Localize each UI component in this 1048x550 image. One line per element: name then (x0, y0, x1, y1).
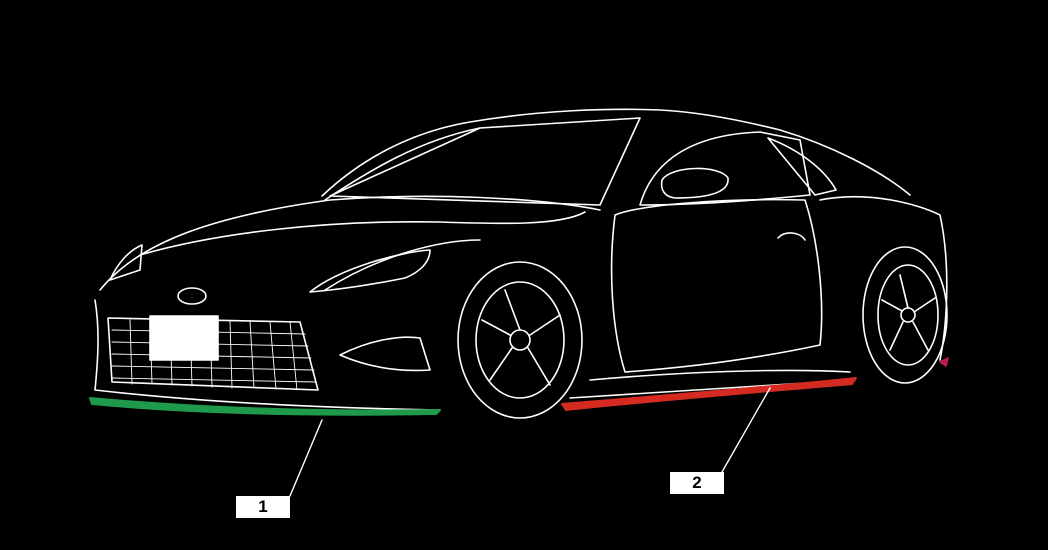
license-plate (149, 315, 219, 361)
windshield-top (324, 127, 481, 201)
door-handle (777, 232, 806, 241)
side-vent (339, 336, 431, 372)
front-lip-spoiler (89, 397, 441, 416)
front-wheel-spokes (481, 289, 561, 386)
mirror (660, 167, 729, 199)
fender-front (324, 239, 481, 291)
rear-wheel-rim (877, 264, 939, 366)
brand-emblem (177, 287, 207, 305)
rear-wheel-tire (862, 246, 948, 384)
rear-wheel-spokes (881, 274, 936, 351)
rear-wheel-hub (900, 307, 916, 323)
door-outline (610, 198, 823, 373)
rear-accent (939, 357, 949, 367)
side-skirt (561, 377, 857, 411)
hood (99, 195, 601, 291)
hood-crease (139, 211, 586, 256)
side-window (639, 131, 811, 206)
windshield (329, 117, 641, 206)
leader-line-2 (721, 387, 771, 473)
leader-line-1 (289, 419, 323, 497)
quarter-window (767, 137, 837, 196)
front-bumper (94, 299, 441, 411)
rocker-line (589, 369, 851, 381)
headlight-left (109, 244, 143, 281)
grille-outline (107, 317, 319, 391)
front-wheel-hub (509, 329, 531, 351)
headlight-right (309, 249, 431, 293)
roof-line (321, 108, 911, 197)
callout-label-1: 1 (236, 496, 290, 518)
front-wheel-tire (457, 261, 583, 419)
front-wheel-rim (475, 281, 565, 399)
callout-label-2: 2 (670, 472, 724, 494)
rear-quarter (819, 195, 948, 361)
